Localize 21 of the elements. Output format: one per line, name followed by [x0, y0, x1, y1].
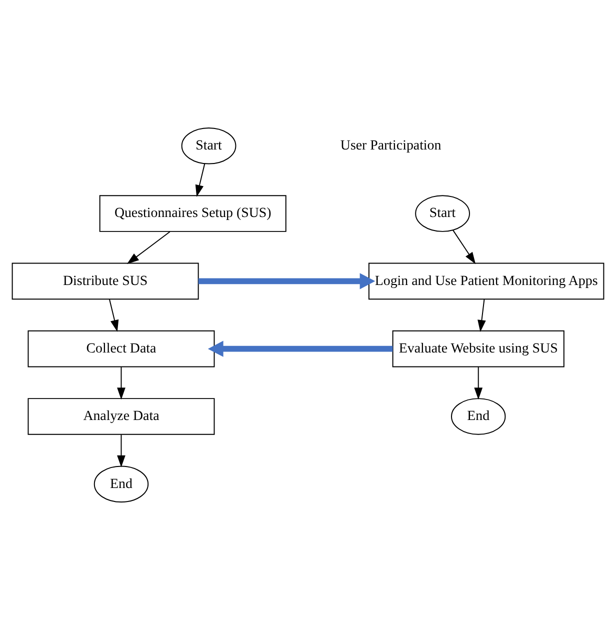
node-box: Questionnaires Setup (SUS) [99, 195, 286, 232]
node-ellipse: End [451, 398, 506, 435]
arrow [208, 340, 393, 357]
label: User Participation [340, 138, 442, 154]
node-box: Distribute SUS [12, 262, 199, 300]
node-box: Analyze Data [28, 398, 215, 435]
arrow [195, 163, 206, 197]
arrow [452, 230, 476, 264]
arrow [474, 366, 483, 400]
arrow [117, 434, 126, 468]
node-box: Evaluate Website using SUS [392, 330, 564, 368]
arrow [478, 298, 486, 332]
node-box: Login and Use Patient Monitoring Apps [368, 262, 604, 300]
node-ellipse: Start [181, 127, 236, 164]
node-box: Collect Data [28, 330, 215, 368]
node-ellipse: End [94, 466, 149, 503]
arrow [198, 273, 376, 290]
arrow [117, 366, 126, 400]
arrow [109, 298, 119, 332]
node-ellipse: Start [415, 195, 470, 232]
arrow [126, 231, 170, 264]
